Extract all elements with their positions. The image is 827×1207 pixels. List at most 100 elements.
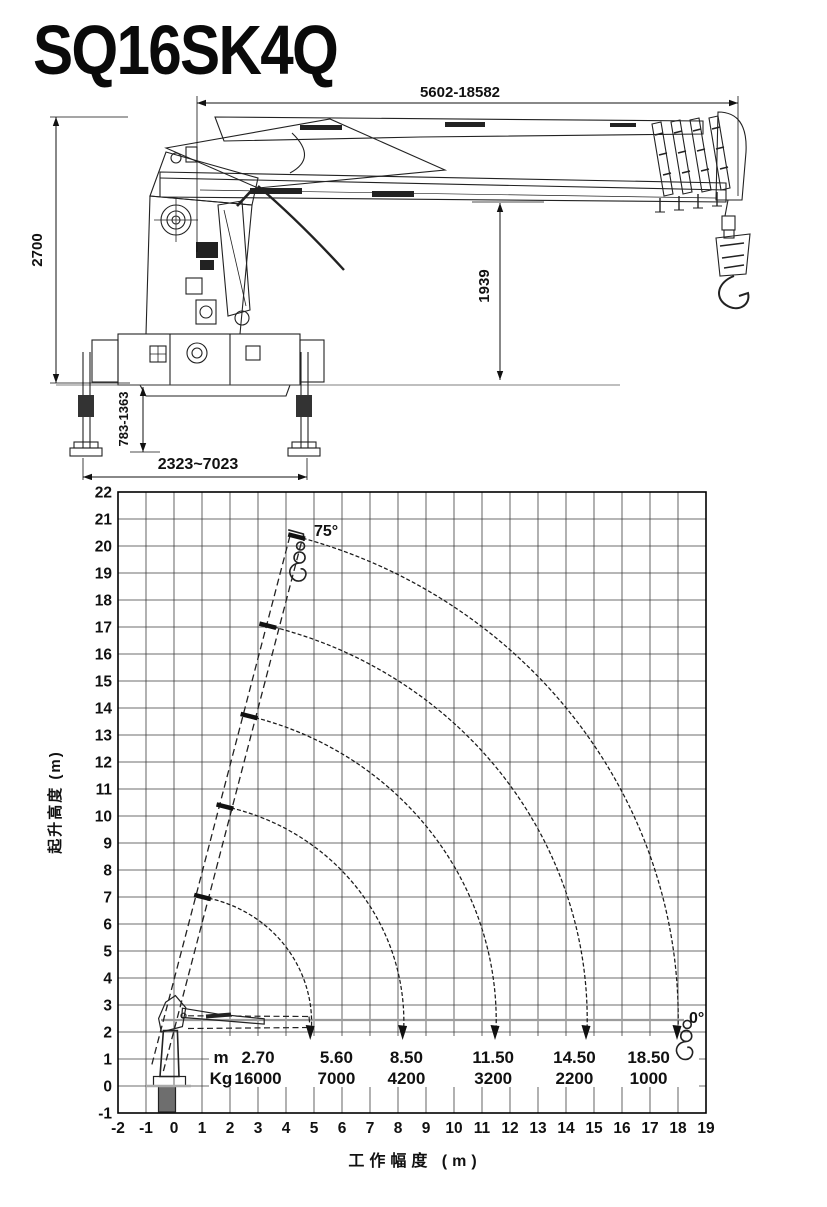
y-tick-label: 7 [103,890,112,907]
outrigger-left [69,352,103,457]
y-tick-label: 6 [103,917,112,934]
x-tick-label: 13 [529,1120,547,1137]
load-curve [296,535,679,1033]
y-tick-label: 5 [103,944,112,961]
hook-sheave [293,551,306,564]
x-tick-label: 1 [198,1120,207,1137]
load-curves [193,532,682,1040]
load-table: 2.70 16000 5.60 7000 8.50 4200 11.50 3200 14.50 2… [234,1048,670,1088]
y-tick-label: 22 [95,485,112,502]
y-tick-label: 10 [95,809,112,826]
dim-outrigger-leg-height-label: 783-1363 [116,392,131,447]
x-tick-label: -2 [111,1120,125,1137]
angle-max-label: 75° [314,523,338,540]
boom-stage-mark [216,802,234,811]
y-tick-label: 16 [95,647,113,664]
y-tick-label: 13 [95,728,113,745]
x-tick-label: 17 [641,1120,658,1137]
outrigger-right [287,352,321,457]
load-table-background [209,1036,699,1087]
table-radius-value: 5.60 [320,1048,353,1067]
y-tick-label: 12 [95,755,112,772]
table-load-value: 3200 [474,1069,512,1088]
hook-icons [289,541,694,1061]
y-tick-label: 15 [95,674,113,691]
table-radius-row-label: m [213,1048,228,1067]
crane-base [91,333,325,397]
table-load-value: 16000 [234,1069,281,1088]
hook-icon-bottom [675,1019,694,1061]
x-tick-label: 16 [613,1120,631,1137]
mini-crane-silhouette [146,994,265,1113]
hook-curl [675,1040,694,1061]
y-tick-label: 11 [96,782,113,799]
y-tick-label: -1 [98,1106,112,1123]
boom-stage-mark [287,532,306,541]
hook-swivel [295,541,306,551]
table-load-value: 1000 [630,1069,668,1088]
table-load-value: 7000 [317,1069,355,1088]
x-tick-label: 8 [394,1120,403,1137]
page-title: SQ16SK4Q [33,11,339,89]
table-radius-value: 2.70 [241,1048,274,1067]
dim-boom-length-label: 5602-18582 [420,84,500,101]
table-radius-value: 8.50 [390,1048,423,1067]
y-tick-label: 2 [103,1025,112,1042]
crane-side-view-drawing: 5602-18582 2700 1939 783-1363 2323~7023 [29,84,751,480]
y-tick-label: 19 [95,566,113,583]
hook-block [715,199,751,310]
y-tick-label: 17 [95,620,112,637]
dim-hook-height [472,201,544,380]
y-tick-label: 21 [95,512,113,529]
table-radius-value: 14.50 [553,1048,596,1067]
hook-curl [289,562,307,582]
x-tick-label: 3 [254,1120,263,1137]
curve-end-arrow [581,1025,591,1040]
y-tick-label: 20 [95,539,112,556]
x-tick-label: 2 [226,1120,235,1137]
y-axis-title: 起升高度 (m) [46,750,64,855]
x-tick-label: 14 [557,1120,575,1137]
load-curve [224,805,405,1033]
dim-overall-height-label: 2700 [29,233,46,266]
dim-outrigger-span-label: 2323~7023 [158,456,239,473]
table-radius-value: 11.50 [472,1048,514,1067]
chart-grid [117,491,707,1114]
y-tick-label: 1 [103,1052,112,1069]
y-tick-label: 3 [103,998,112,1015]
table-load-value: 2200 [555,1069,593,1088]
dim-outrigger-leg-height [130,387,160,453]
boom-stage-mark [240,711,258,721]
dim-hook-height-label: 1939 [476,269,493,302]
y-tick-label: 9 [103,836,112,853]
table-load-value: 4200 [387,1069,425,1088]
curve-end-arrow [672,1025,682,1040]
curve-end-arrow [305,1025,315,1040]
hook-swivel [682,1019,693,1030]
hook-sheave [679,1029,693,1043]
load-curve [202,896,313,1033]
x-tick-label: 19 [697,1120,715,1137]
x-tick-label: 6 [338,1120,347,1137]
x-tick-label: 0 [170,1120,179,1137]
y-tick-label: 14 [95,701,113,718]
load-curve [248,715,497,1033]
y-tick-label: 18 [95,593,113,610]
y-tick-label: 0 [103,1079,112,1096]
luffing-cylinder [217,200,251,326]
table-load-row-label: Kg [210,1069,233,1088]
angle-min-label: 0° [689,1010,704,1027]
x-tick-label: -1 [139,1120,153,1137]
x-axis-title: 工作幅度 (m) [348,1151,481,1170]
boom-stage-mark [258,621,277,630]
boom-stage-mark [193,892,212,902]
dim-overall-height [50,116,130,384]
x-tick-label: 12 [501,1120,518,1137]
x-tick-label: 4 [282,1120,291,1137]
x-tick-label: 15 [585,1120,603,1137]
x-tick-label: 5 [310,1120,319,1137]
dim-outrigger-span [82,458,308,480]
